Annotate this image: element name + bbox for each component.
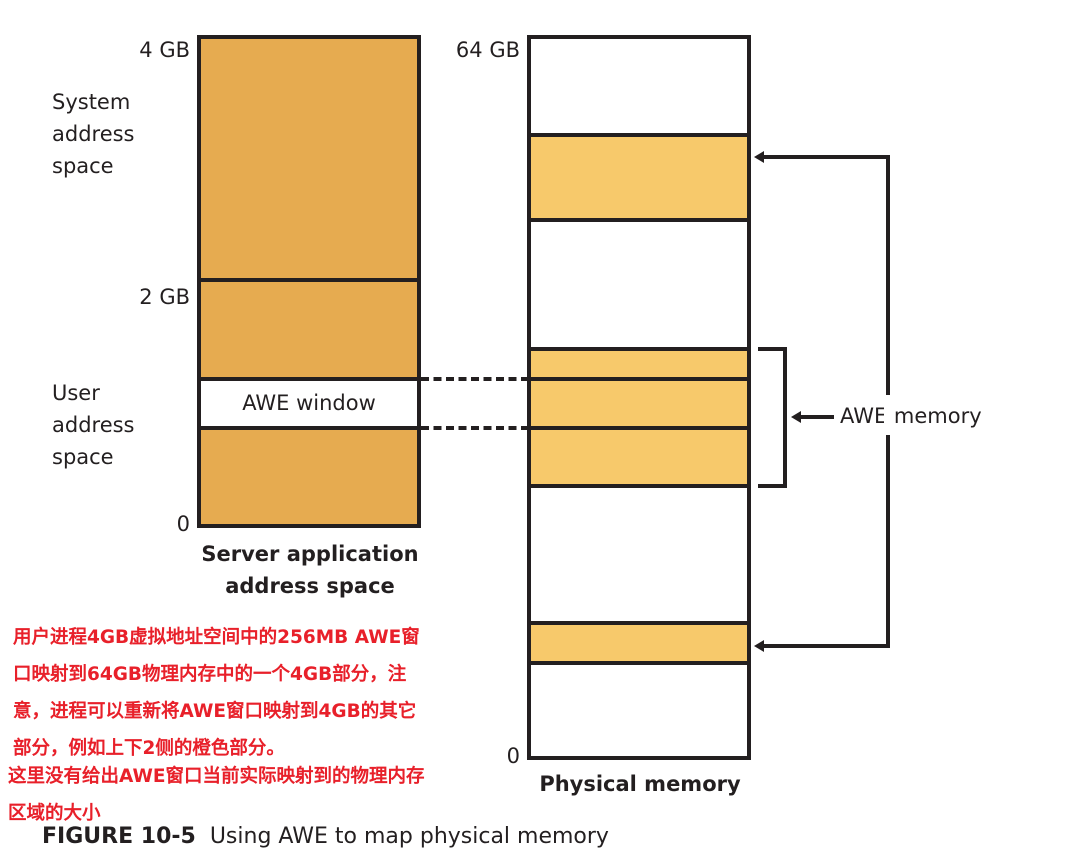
awe-mapped-bottom — [527, 426, 751, 430]
annotation-line: 部分，例如上下2侧的橙色部分。 — [13, 738, 285, 759]
awe-window-block: AWE window — [197, 377, 421, 430]
label-line: space — [52, 445, 114, 469]
physical-region-upper — [527, 133, 751, 222]
annotation-line: 意，进程可以重新将AWE窗口映射到4GB的其它 — [13, 701, 417, 722]
annotation-line: 区域的大小 — [8, 803, 101, 824]
system-address-space-label: System address space — [52, 86, 135, 182]
tick-64gb: 64 GB — [455, 38, 520, 62]
annotation-line: 口映射到64GB物理内存中的一个4GB部分，注 — [13, 664, 407, 685]
label-line: User — [52, 381, 100, 405]
label-line: address — [52, 122, 135, 146]
awe-window-label: AWE window — [242, 391, 376, 415]
awe-memory-arrow-shaft — [800, 415, 834, 419]
caption-line: address space — [225, 574, 395, 598]
user-address-space-label: User address space — [52, 377, 135, 473]
connector-bottom-shaft — [763, 644, 890, 648]
label-line: System — [52, 90, 131, 114]
physical-memory-caption: Physical memory — [539, 772, 741, 796]
annotation-line: 用户进程4GB虚拟地址空间中的256MB AWE窗 — [13, 627, 420, 648]
mapping-dash-bottom — [421, 426, 529, 430]
figure-caption: FIGURE 10-5 Using AWE to map physical me… — [42, 824, 609, 849]
connector-gap — [884, 395, 892, 435]
tick-4gb: 4 GB — [139, 38, 190, 62]
bracket-bottom — [758, 484, 787, 488]
bracket-top — [758, 347, 787, 351]
annotation-note: 用户进程4GB虚拟地址空间中的256MB AWE窗 口映射到64GB物理内存中的… — [13, 619, 420, 767]
mapping-dash-top — [421, 377, 529, 381]
tick-2gb: 2 GB — [139, 285, 190, 309]
annotation-extra: 这里没有给出AWE窗口当前实际映射到的物理内存 区域的大小 — [8, 758, 425, 832]
2gb-divider — [197, 278, 421, 282]
awe-mapped-top — [527, 377, 751, 381]
physical-region-awe-memory — [527, 347, 751, 488]
connector-top-shaft — [763, 155, 890, 159]
server-application-caption: Server application address space — [180, 538, 440, 602]
arrow-left-icon — [754, 151, 764, 163]
label-line: address — [52, 413, 135, 437]
annotation-line: 这里没有给出AWE窗口当前实际映射到的物理内存 — [8, 766, 425, 787]
bracket-vertical — [783, 347, 787, 488]
tick-0-right: 0 — [506, 744, 520, 768]
tick-0-left: 0 — [176, 512, 190, 536]
caption-line: Server application — [201, 542, 419, 566]
figure-number: FIGURE 10-5 — [42, 824, 196, 849]
figure-title: Using AWE to map physical memory — [209, 824, 609, 849]
awe-memory-label: AWE memory — [840, 404, 982, 428]
arrow-left-icon — [754, 640, 764, 652]
physical-region-lower — [527, 621, 751, 665]
arrow-left-icon — [791, 411, 801, 423]
label-line: space — [52, 154, 114, 178]
